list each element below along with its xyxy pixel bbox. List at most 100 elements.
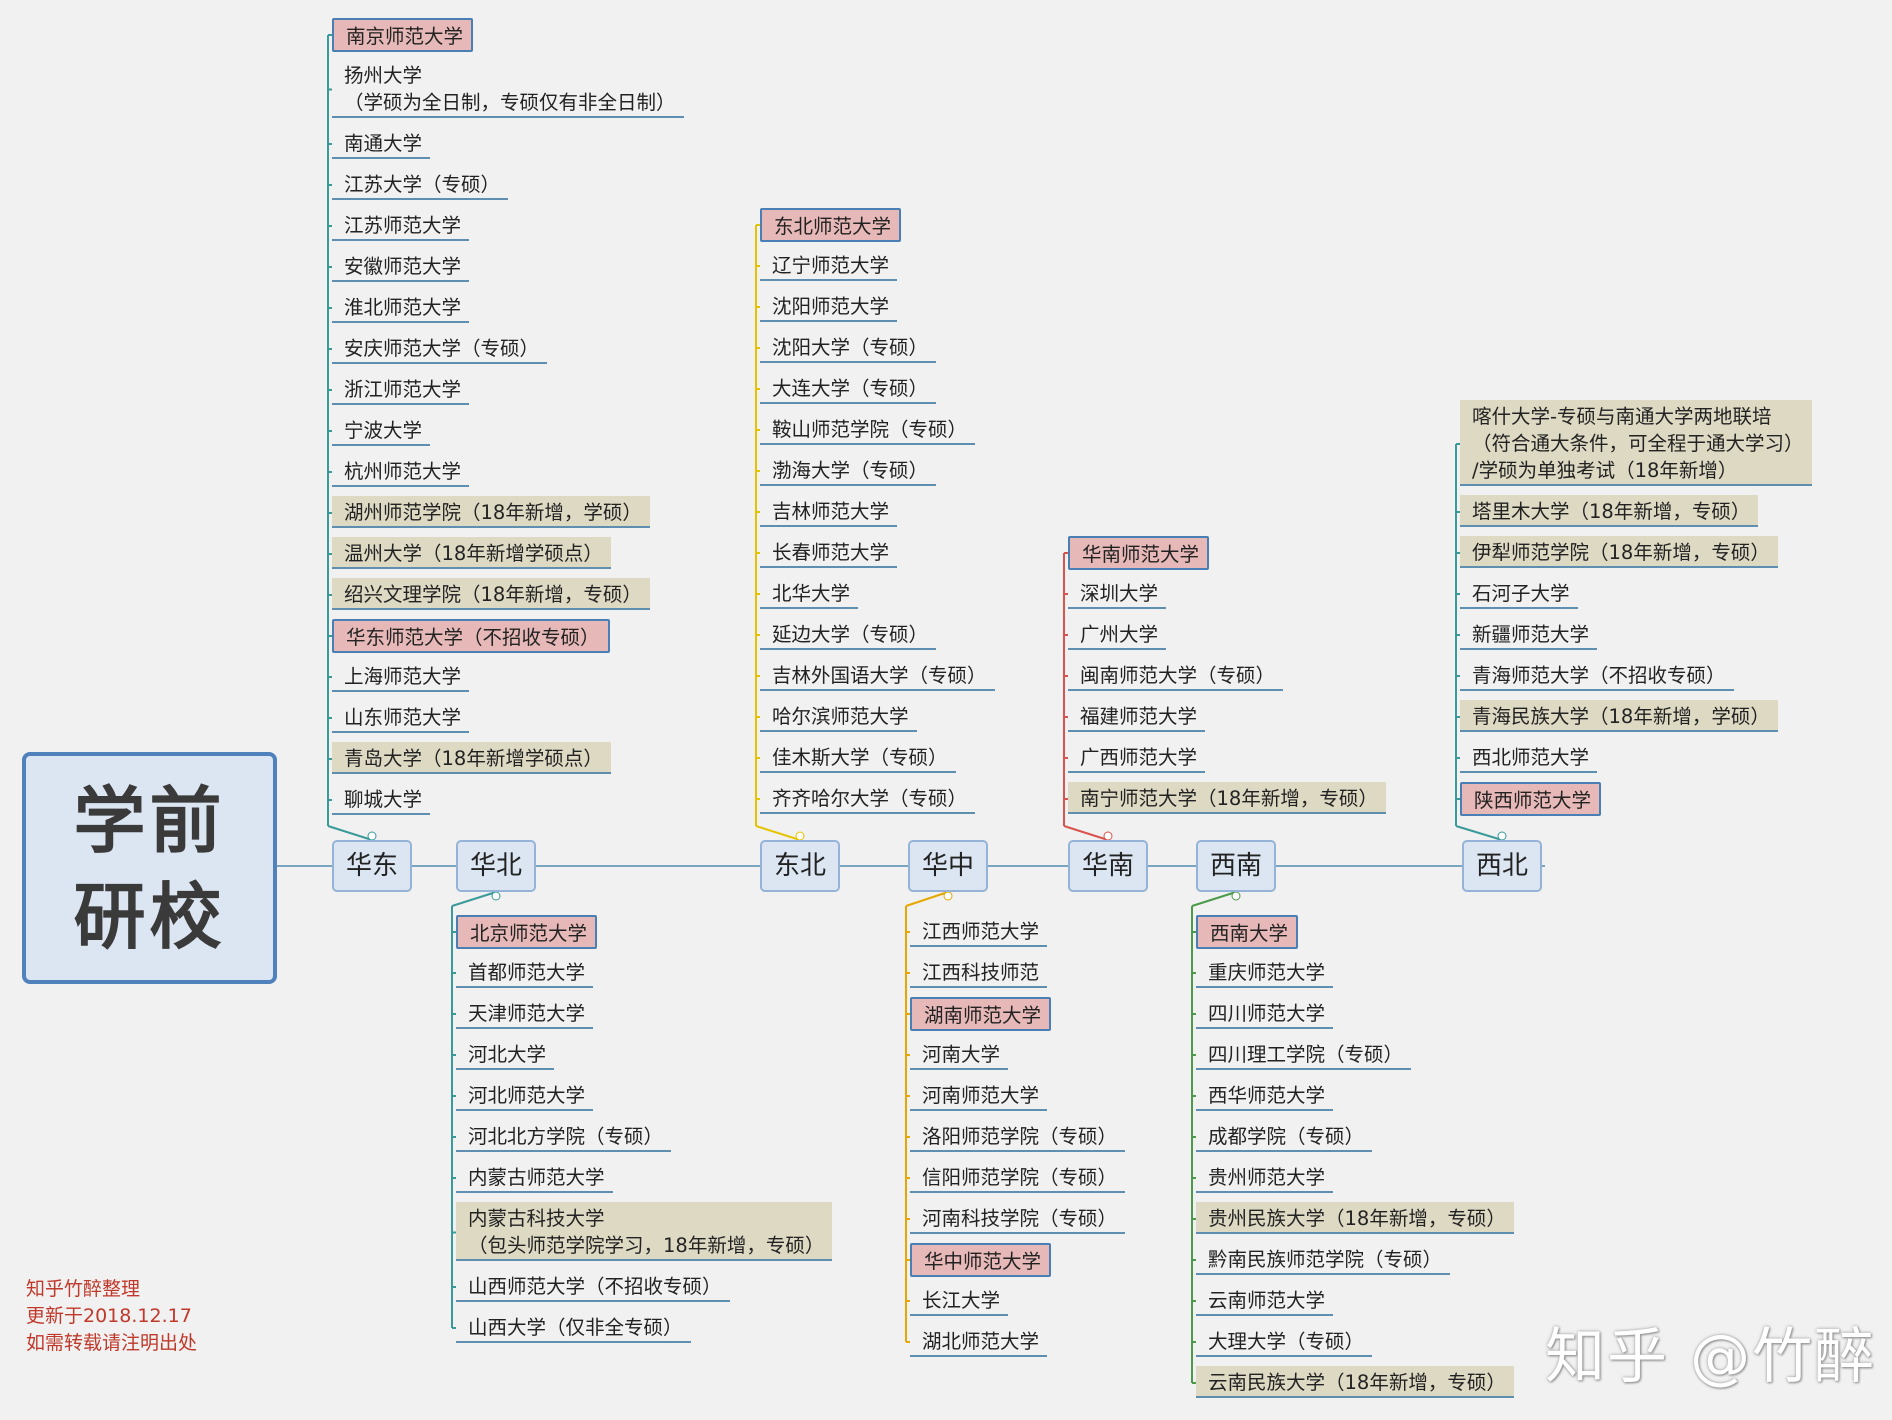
school-item[interactable]: 南通大学 [332, 127, 431, 159]
school-item[interactable]: 沈阳大学（专硕） [760, 331, 937, 363]
region-node-6[interactable]: 西南 [1196, 840, 1276, 892]
school-item[interactable]: 东北师范大学 [760, 208, 902, 242]
school-item[interactable]: 石河子大学 [1460, 577, 1578, 609]
school-item[interactable]: 西北师范大学 [1460, 741, 1598, 773]
school-item[interactable]: 四川师范大学 [1196, 997, 1334, 1029]
school-item[interactable]: 新疆师范大学 [1460, 618, 1598, 650]
school-item[interactable]: 华中师范大学 [910, 1243, 1052, 1277]
school-item[interactable]: 江西师范大学 [910, 915, 1048, 947]
school-item[interactable]: 长江大学 [910, 1284, 1009, 1316]
school-item[interactable]: 青海师范大学（不招收专硕） [1460, 659, 1734, 691]
school-item[interactable]: 西华师范大学 [1196, 1079, 1334, 1111]
school-item[interactable]: 吉林师范大学 [760, 495, 898, 527]
school-item[interactable]: 伊犁师范学院（18年新增，专硕） [1460, 536, 1778, 568]
school-item[interactable]: 河南科技学院（专硕） [910, 1202, 1126, 1234]
school-item[interactable]: 辽宁师范大学 [760, 249, 898, 281]
region-node-2[interactable]: 华北 [456, 840, 536, 892]
school-item[interactable]: 四川理工学院（专硕） [1196, 1038, 1412, 1070]
school-item[interactable]: 大连大学（专硕） [760, 372, 937, 404]
school-item[interactable]: 湖州师范学院（18年新增，学硕） [332, 496, 650, 528]
school-item[interactable]: 云南民族大学（18年新增，专硕） [1196, 1366, 1514, 1398]
school-item[interactable]: 山西师范大学（不招收专硕） [456, 1270, 730, 1302]
school-item[interactable]: 内蒙古师范大学 [456, 1161, 613, 1193]
school-item[interactable]: 北京师范大学 [456, 915, 598, 949]
school-item[interactable]: 上海师范大学 [332, 660, 470, 692]
school-item[interactable]: 陕西师范大学 [1460, 782, 1602, 816]
school-item[interactable]: 绍兴文理学院（18年新增，专硕） [332, 578, 650, 610]
school-item[interactable]: 天津师范大学 [456, 997, 594, 1029]
school-item[interactable]: 河北师范大学 [456, 1079, 594, 1111]
school-item[interactable]: 青岛大学（18年新增学硕点） [332, 742, 611, 774]
school-item[interactable]: 贵州民族大学（18年新增，专硕） [1196, 1202, 1514, 1234]
school-item[interactable]: 扬州大学 （学硕为全日制，专硕仅有非全日制） [332, 59, 684, 118]
school-item[interactable]: 鞍山师范学院（专硕） [760, 413, 976, 445]
school-item[interactable]: 塔里木大学（18年新增，专硕） [1460, 495, 1759, 527]
region-node-5[interactable]: 华南 [1068, 840, 1148, 892]
school-item[interactable]: 广西师范大学 [1068, 741, 1206, 773]
school-item[interactable]: 长春师范大学 [760, 536, 898, 568]
collapse-marker[interactable] [943, 891, 953, 901]
school-item[interactable]: 河南师范大学 [910, 1079, 1048, 1111]
school-item[interactable]: 贵州师范大学 [1196, 1161, 1334, 1193]
school-item[interactable]: 喀什大学-专硕与南通大学两地联培 （符合通大条件，可全程于通大学习） /学硕为单… [1460, 400, 1812, 486]
school-item[interactable]: 首都师范大学 [456, 956, 594, 988]
school-item[interactable]: 南宁师范大学（18年新增，专硕） [1068, 782, 1386, 814]
school-item[interactable]: 安庆师范大学（专硕） [332, 332, 548, 364]
school-item[interactable]: 大理大学（专硕） [1196, 1325, 1373, 1357]
school-item[interactable]: 河北北方学院（专硕） [456, 1120, 672, 1152]
school-item[interactable]: 江西科技师范 [910, 956, 1048, 988]
collapse-marker[interactable] [491, 891, 501, 901]
school-item[interactable]: 深圳大学 [1068, 577, 1167, 609]
collapse-marker[interactable] [1497, 831, 1507, 841]
region-node-4[interactable]: 华中 [908, 840, 988, 892]
school-item[interactable]: 吉林外国语大学（专硕） [760, 659, 995, 691]
school-item[interactable]: 温州大学（18年新增学硕点） [332, 537, 611, 569]
collapse-marker[interactable] [1231, 891, 1241, 901]
school-item[interactable]: 安徽师范大学 [332, 250, 470, 282]
region-node-1[interactable]: 华东 [332, 840, 412, 892]
school-item[interactable]: 山西大学（仅非全专硕） [456, 1311, 691, 1343]
school-item[interactable]: 洛阳师范学院（专硕） [910, 1120, 1126, 1152]
school-item[interactable]: 延边大学（专硕） [760, 618, 937, 650]
school-item[interactable]: 南京师范大学 [332, 18, 474, 52]
school-item[interactable]: 江苏大学（专硕） [332, 168, 509, 200]
school-item[interactable]: 北华大学 [760, 577, 859, 609]
school-item[interactable]: 成都学院（专硕） [1196, 1120, 1373, 1152]
collapse-marker[interactable] [367, 831, 377, 841]
school-item[interactable]: 西南大学 [1196, 915, 1299, 949]
root-topic[interactable]: 学前 研校 [22, 752, 277, 984]
region-node-7[interactable]: 西北 [1462, 840, 1542, 892]
school-item[interactable]: 哈尔滨师范大学 [760, 700, 917, 732]
school-item[interactable]: 渤海大学（专硕） [760, 454, 937, 486]
school-item[interactable]: 浙江师范大学 [332, 373, 470, 405]
school-item[interactable]: 沈阳师范大学 [760, 290, 898, 322]
school-item[interactable]: 青海民族大学（18年新增，学硕） [1460, 700, 1778, 732]
collapse-marker[interactable] [1103, 831, 1113, 841]
region-node-3[interactable]: 东北 [760, 840, 840, 892]
school-item[interactable]: 湖北师范大学 [910, 1325, 1048, 1357]
school-item[interactable]: 江苏师范大学 [332, 209, 470, 241]
school-item[interactable]: 河南大学 [910, 1038, 1009, 1070]
collapse-marker[interactable] [795, 831, 805, 841]
school-item[interactable]: 山东师范大学 [332, 701, 470, 733]
school-item[interactable]: 佳木斯大学（专硕） [760, 741, 956, 773]
school-item[interactable]: 信阳师范学院（专硕） [910, 1161, 1126, 1193]
school-item[interactable]: 齐齐哈尔大学（专硕） [760, 782, 976, 814]
school-item[interactable]: 广州大学 [1068, 618, 1167, 650]
school-item[interactable]: 华东师范大学（不招收专硕） [332, 619, 610, 653]
school-item[interactable]: 华南师范大学 [1068, 536, 1210, 570]
school-item[interactable]: 河北大学 [456, 1038, 555, 1070]
school-item[interactable]: 内蒙古科技大学 （包头师范学院学习，18年新增，专硕） [456, 1202, 833, 1261]
school-item[interactable]: 宁波大学 [332, 414, 431, 446]
school-item[interactable]: 湖南师范大学 [910, 997, 1052, 1031]
school-item[interactable]: 闽南师范大学（专硕） [1068, 659, 1284, 691]
school-item[interactable]: 福建师范大学 [1068, 700, 1206, 732]
school-item[interactable]: 黔南民族师范学院（专硕） [1196, 1243, 1451, 1275]
connector [755, 825, 801, 841]
school-item[interactable]: 杭州师范大学 [332, 455, 470, 487]
school-item[interactable]: 云南师范大学 [1196, 1284, 1334, 1316]
school-item[interactable]: 聊城大学 [332, 783, 431, 815]
school-item[interactable]: 淮北师范大学 [332, 291, 470, 323]
school-item[interactable]: 重庆师范大学 [1196, 956, 1334, 988]
